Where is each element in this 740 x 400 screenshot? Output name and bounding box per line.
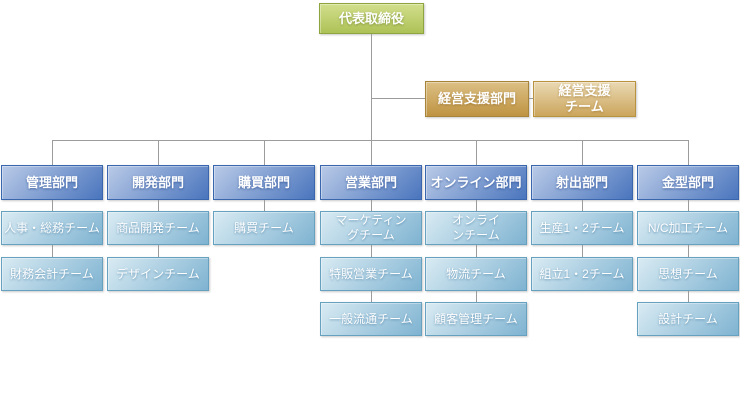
team-box: 購買チーム [213,211,315,245]
department-box: 射出部門 [531,165,633,200]
connector-line [264,200,265,211]
connector-line [371,34,372,140]
connector-line [688,200,689,211]
team-box: 一般流通チーム [320,302,422,336]
connector-line [582,245,583,257]
connector-line [476,200,477,211]
team-box: 生産1・2チーム [531,211,633,245]
department-box: 管理部門 [1,165,103,200]
team-box: N/C加工チーム [637,211,739,245]
connector-line [158,200,159,211]
team-box: デザインチーム [107,257,209,291]
connector-line [688,291,689,302]
connector-line [158,245,159,257]
department-box: 開発部門 [107,165,209,200]
department-box: 購買部門 [213,165,315,200]
team-box: 設計チーム [637,302,739,336]
connector-line [52,140,53,165]
connector-line [582,140,583,165]
connector-line [372,98,425,99]
org-node-management-support-team: 経営支援 チーム [533,81,636,117]
connector-line [582,200,583,211]
connector-line [52,245,53,257]
org-node-president: 代表取締役 [319,3,424,34]
team-box: 物流チーム [425,257,527,291]
team-box: 顧客管理チーム [425,302,527,336]
connector-line [476,291,477,302]
connector-line [371,140,372,165]
department-box: 営業部門 [320,165,422,200]
team-box: 財務会計チーム [1,257,103,291]
connector-line [158,140,159,165]
org-node-management-support-department: 経営支援部門 [425,81,529,117]
connector-line [52,200,53,211]
connector-line [529,98,533,99]
team-box: マーケティン グチーム [320,211,422,245]
team-box: 商品開発チーム [107,211,209,245]
team-box: 思想チーム [637,257,739,291]
connector-line [371,200,372,211]
connector-line [371,291,372,302]
team-box: オンライ ンチーム [425,211,527,245]
connector-line [264,140,265,165]
connector-line [688,245,689,257]
connector-line [476,245,477,257]
department-box: 金型部門 [637,165,739,200]
team-box: 特販営業チーム [320,257,422,291]
connector-line [688,140,689,165]
department-box: オンライン部門 [425,165,527,200]
team-box: 人事・総務チーム [1,211,103,245]
connector-line [371,245,372,257]
team-box: 組立1・2チーム [531,257,633,291]
connector-line [476,140,477,165]
